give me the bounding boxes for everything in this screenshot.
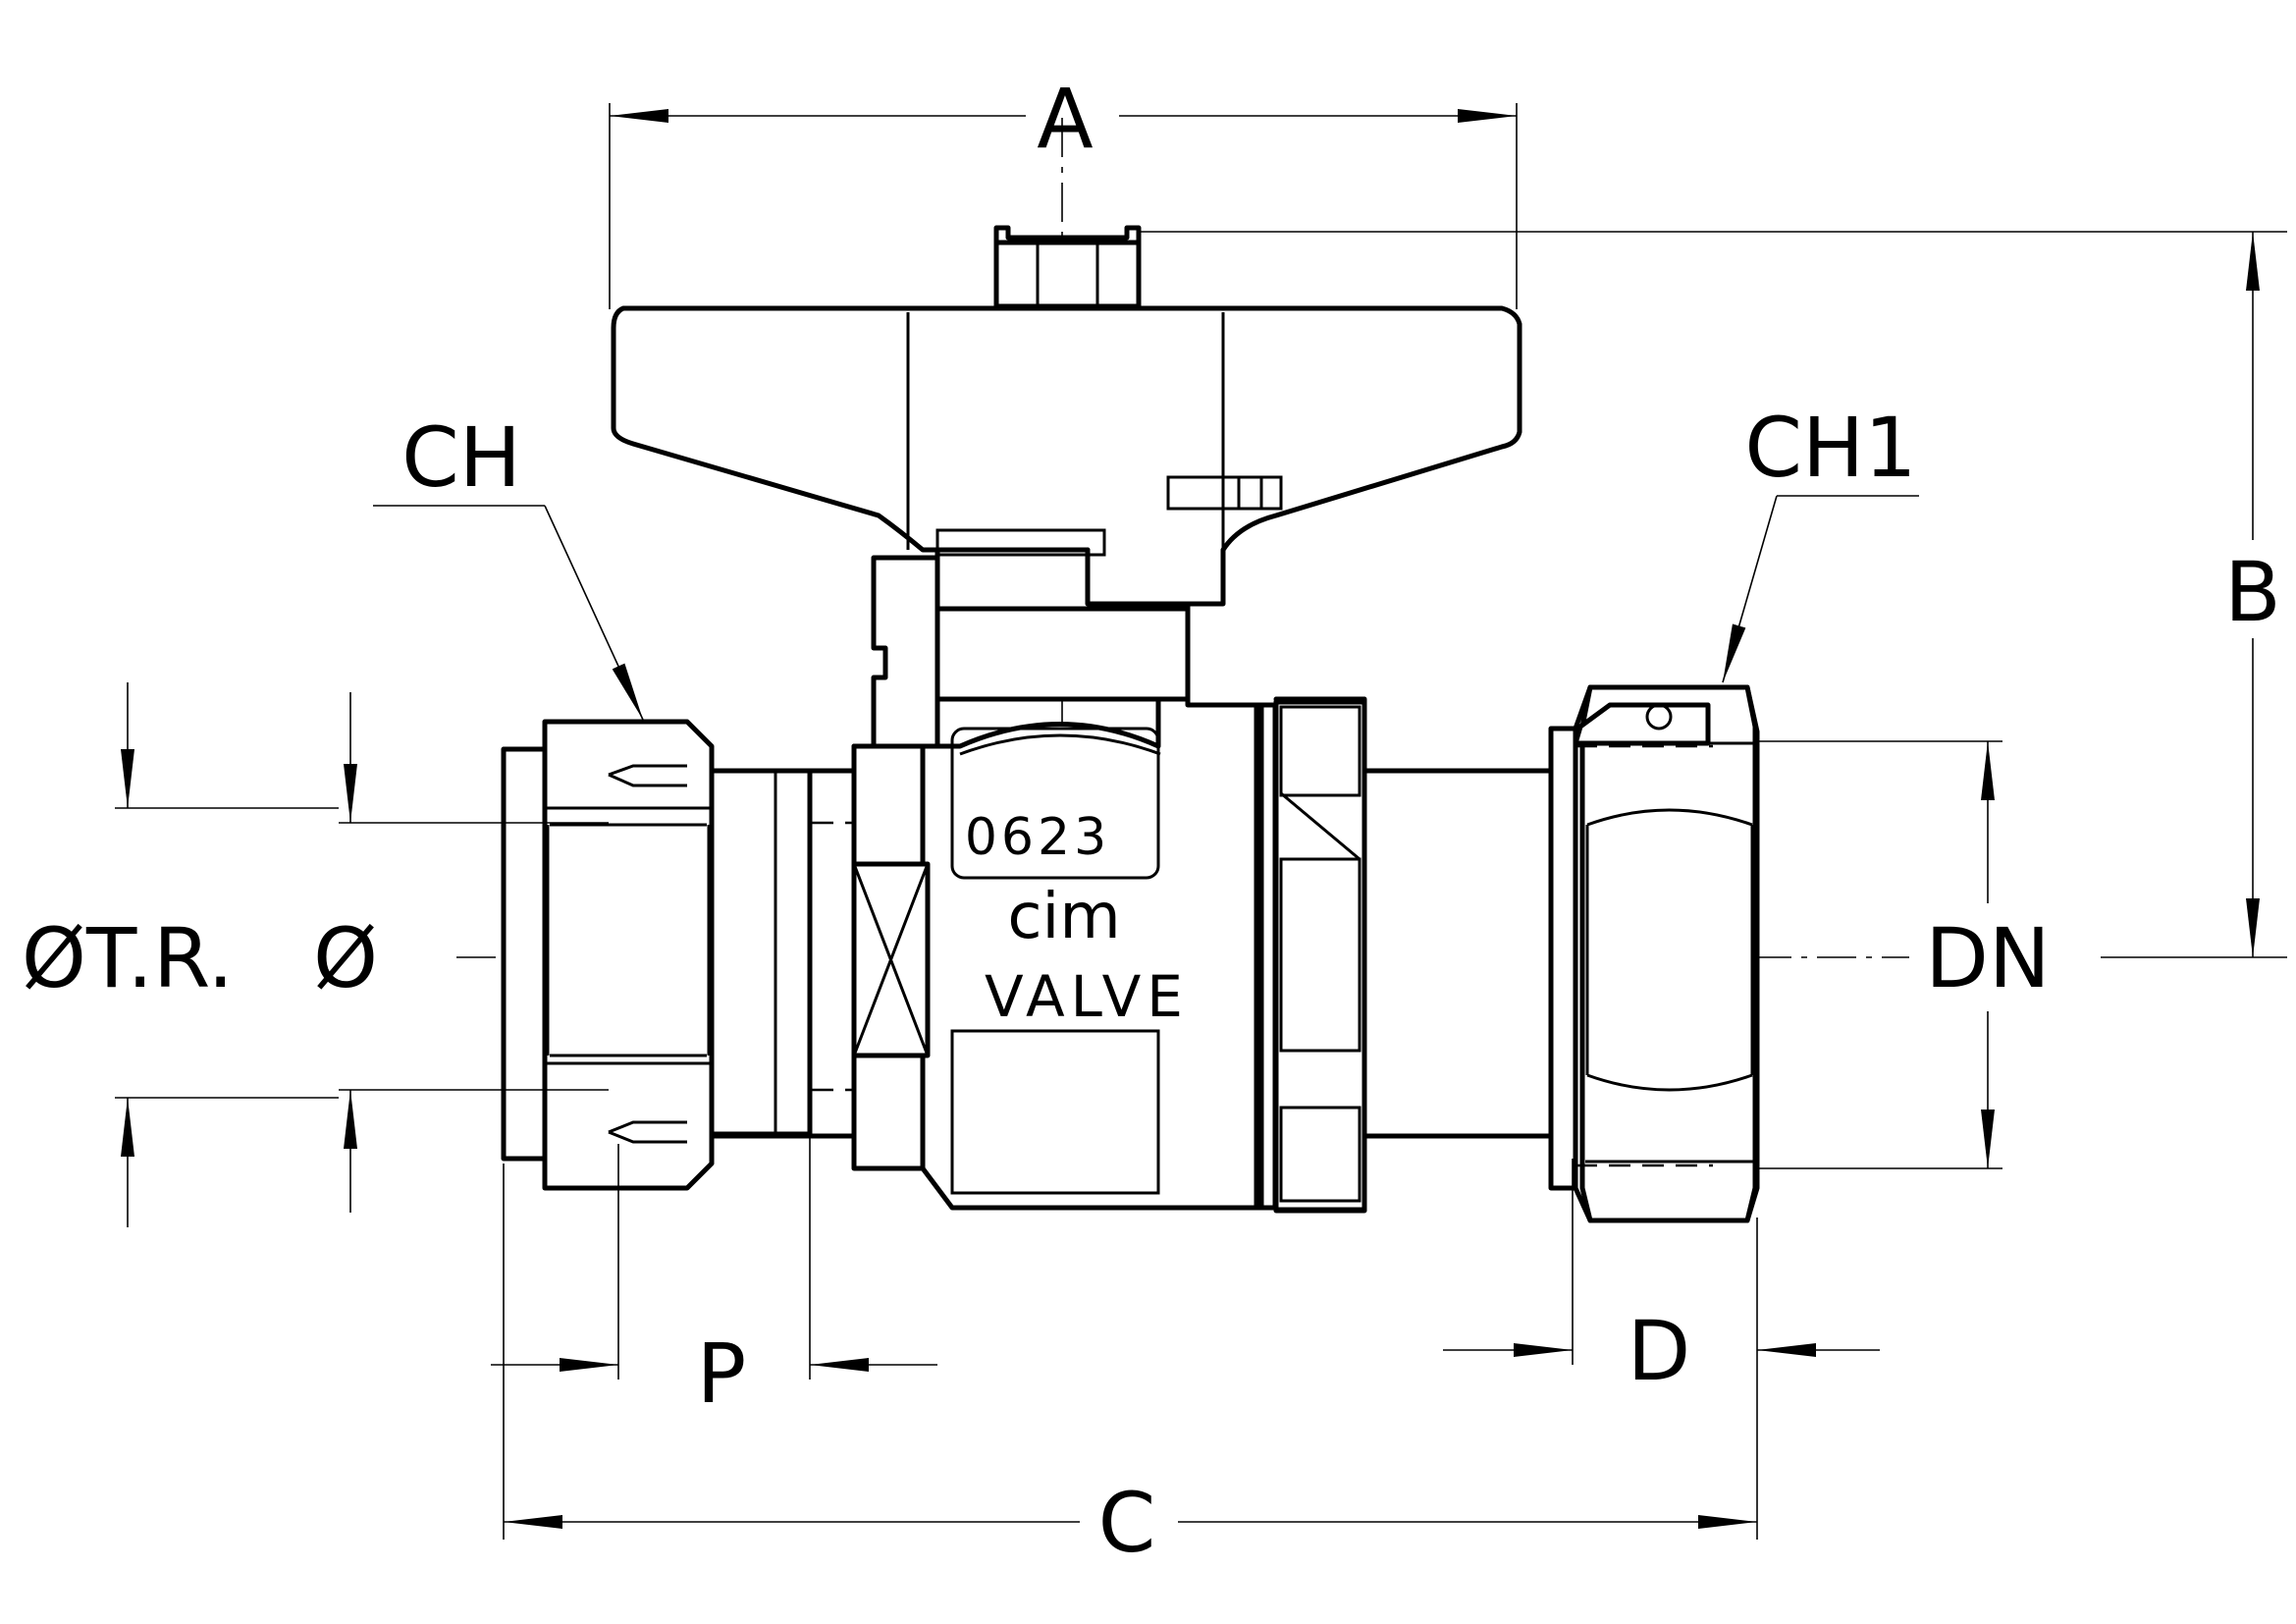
right-swivel-nut [1573, 684, 1760, 1223]
label-a: A [1037, 71, 1093, 167]
label-p: P [697, 1326, 747, 1422]
label-c: C [1098, 1475, 1156, 1571]
left-pipe-stub [709, 768, 813, 1137]
butterfly-handle [611, 225, 1522, 749]
dimension-phi: Ø [313, 692, 609, 1213]
body-marking: 0623 cim VALVE [965, 808, 1189, 1030]
label-ch: CH [401, 409, 521, 506]
leader-ch: CH [373, 409, 644, 721]
marking-word: VALVE [985, 963, 1189, 1030]
dimension-a: A [609, 71, 1518, 309]
label-phi-tr: ØT.R. [22, 910, 234, 1006]
label-dn: DN [1925, 910, 2051, 1006]
leader-ch1: CH1 [1722, 400, 1919, 683]
dimension-phi-tr: ØT.R. [22, 682, 339, 1227]
dimension-d: D [1443, 1159, 1880, 1399]
marking-brand: cim [1007, 881, 1120, 953]
dimension-c: C [503, 1164, 1758, 1571]
label-phi: Ø [313, 910, 378, 1006]
label-ch1: CH1 [1744, 400, 1916, 496]
label-b: B [2224, 544, 2281, 640]
dimension-b: B [1139, 231, 2287, 958]
left-compression-nut [501, 719, 715, 1191]
label-d: D [1628, 1303, 1691, 1399]
right-boss-hex-detail [1273, 699, 1367, 1213]
dimension-p: P [491, 1129, 937, 1422]
right-tailpiece [1362, 726, 1578, 1191]
dimension-dn: DN [1757, 740, 2051, 1169]
marking-code: 0623 [965, 808, 1110, 867]
stem-neck [934, 606, 1191, 702]
